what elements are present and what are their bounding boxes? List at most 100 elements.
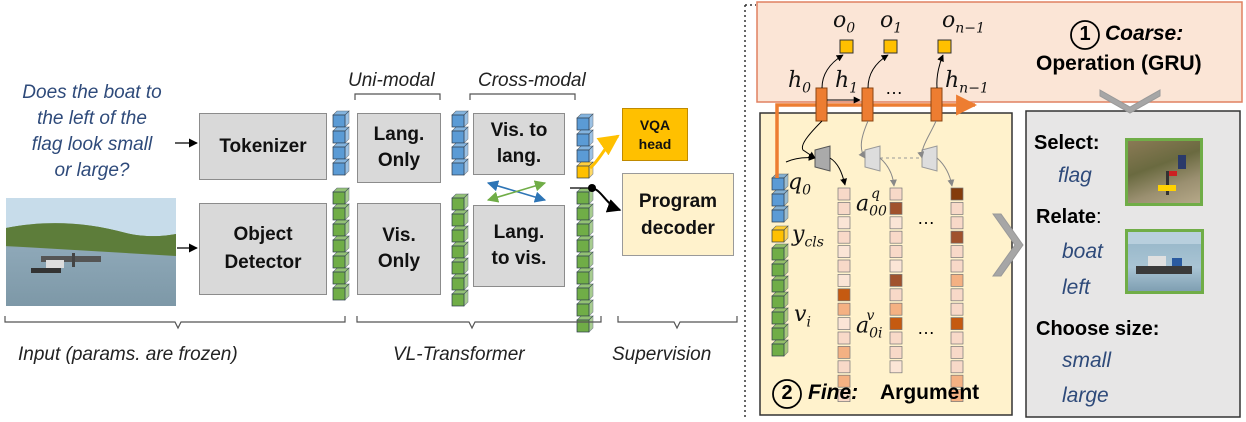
attn-cell-b-5 xyxy=(889,259,903,273)
select-arg-flag: flag xyxy=(1058,164,1092,187)
cls-token-c xyxy=(576,161,594,179)
coarse-subtitle: Operation (GRU) xyxy=(1036,52,1202,75)
text-token-a-1 xyxy=(332,126,350,144)
head-to-col-1 xyxy=(879,157,897,187)
text-token-fine-2 xyxy=(771,205,789,223)
attn-cell-q-8 xyxy=(837,302,851,316)
attn-cell-b-7 xyxy=(889,288,903,302)
attn-cell-q-5 xyxy=(837,259,851,273)
attn-cell-c-3 xyxy=(950,230,964,244)
input-image xyxy=(6,198,176,306)
question-line-2: the left of the xyxy=(37,108,147,129)
relate-label: Relate: xyxy=(1036,206,1102,229)
attn-dots-1: … xyxy=(917,208,935,228)
q0-label: q0 xyxy=(788,170,812,199)
program-decoder-block: Program decoder xyxy=(622,173,734,256)
o1-label: o1 xyxy=(880,8,903,37)
cross-modal-header: Cross-modal xyxy=(478,70,586,91)
visual-token-c-6 xyxy=(576,283,594,301)
vqa-head-block: VQA head xyxy=(622,108,688,161)
lang-only-label-2: Only xyxy=(377,150,421,171)
object-detector-block: Object Detector xyxy=(199,203,327,295)
op-output-1 xyxy=(883,39,898,54)
attn-cell-c-8 xyxy=(950,302,964,316)
supervision-label: Supervision xyxy=(612,344,712,365)
gru-to-head-1 xyxy=(858,120,869,159)
attn-head-0 xyxy=(814,145,831,172)
attn-cell-b-1 xyxy=(889,202,903,215)
visual-token-fine-1 xyxy=(771,259,789,277)
lang-to-vis-label-1: Lang. xyxy=(493,222,545,243)
vl-transformer-label: VL-Transformer xyxy=(393,344,525,365)
visual-token-fine-5 xyxy=(771,323,789,341)
attn-dots-2: … xyxy=(917,318,935,338)
attn-cell-q-7 xyxy=(837,288,851,302)
question-line-1: Does the boat to xyxy=(22,82,162,103)
vqa-head-label-1: VQA xyxy=(639,116,671,133)
vis-only-label-2: Only xyxy=(377,251,421,272)
cls-token-fine xyxy=(771,225,789,243)
text-token-b-2 xyxy=(451,142,469,160)
hn-label: hn−1 xyxy=(945,68,989,97)
attn-head-1 xyxy=(864,145,881,172)
visual-token-fine-0 xyxy=(771,243,789,261)
decoder-arrow xyxy=(591,187,622,213)
brace-input xyxy=(4,316,346,330)
attn-cell-q-3 xyxy=(837,230,851,244)
visual-token-c-4 xyxy=(576,251,594,269)
attn-cell-c-9 xyxy=(950,317,964,330)
attn-cell-q-1 xyxy=(837,202,851,215)
attention-columns xyxy=(837,187,964,402)
visual-token-b-0 xyxy=(451,193,469,211)
visual-token-fine-4 xyxy=(771,307,789,325)
attn-cell-c-10 xyxy=(950,331,964,345)
relate-colon: : xyxy=(1096,206,1102,228)
fine-panel xyxy=(759,112,1013,416)
flag-thumbnail xyxy=(1125,138,1203,206)
o0-label: o0 xyxy=(833,8,856,37)
text-token-c-1 xyxy=(576,129,594,147)
gru-to-out-1 xyxy=(867,54,889,89)
visual-token-c-1 xyxy=(576,203,594,221)
choose-arg-large: large xyxy=(1062,384,1109,407)
attn-cell-q-6 xyxy=(837,274,851,287)
text-token-fine-0 xyxy=(771,173,789,191)
visual-token-c-3 xyxy=(576,235,594,253)
attn-cell-c-12 xyxy=(950,360,964,374)
object-detector-label-2: Detector xyxy=(224,252,302,273)
text-token-c-0 xyxy=(576,113,594,131)
boat-thumbnail-content xyxy=(1128,232,1201,274)
attn-cell-c-13 xyxy=(950,374,964,388)
token-columns xyxy=(332,110,789,357)
gru-cell-1 xyxy=(861,87,874,122)
vi-label: vi xyxy=(794,302,811,331)
visual-token-c-7 xyxy=(576,299,594,317)
attn-cell-b-12 xyxy=(889,360,903,374)
cross-arrow-green xyxy=(486,180,547,203)
gru-to-head-2 xyxy=(917,120,937,159)
attn-cell-b-0 xyxy=(889,187,903,201)
h1-label: h1 xyxy=(835,68,859,97)
choose-arg-small: small xyxy=(1062,349,1112,372)
attn-cell-q-4 xyxy=(837,245,851,258)
attn-cell-c-14 xyxy=(950,389,964,402)
vis-only-block: Vis. Only xyxy=(357,203,441,295)
visual-token-c-8 xyxy=(576,315,594,333)
object-detector-label-1: Object xyxy=(233,224,293,245)
tokenizer-label: Tokenizer xyxy=(219,135,307,157)
attn-cell-c-2 xyxy=(950,216,964,230)
attn-cell-c-11 xyxy=(950,346,964,359)
vis-to-lang-label-1: Vis. to xyxy=(490,120,548,141)
attn-cell-c-5 xyxy=(950,259,964,273)
attn-cell-q-11 xyxy=(837,346,851,359)
text-token-b-3 xyxy=(451,158,469,176)
head-to-col-2 xyxy=(936,157,955,187)
attn-cell-c-0 xyxy=(950,187,964,201)
attn-cell-q-12 xyxy=(837,360,851,374)
visual-token-a-6 xyxy=(332,283,350,301)
visual-token-c-2 xyxy=(576,219,594,237)
visual-token-a-4 xyxy=(332,251,350,269)
head-to-col-0 xyxy=(829,157,847,186)
gru-to-out-2 xyxy=(936,54,944,89)
